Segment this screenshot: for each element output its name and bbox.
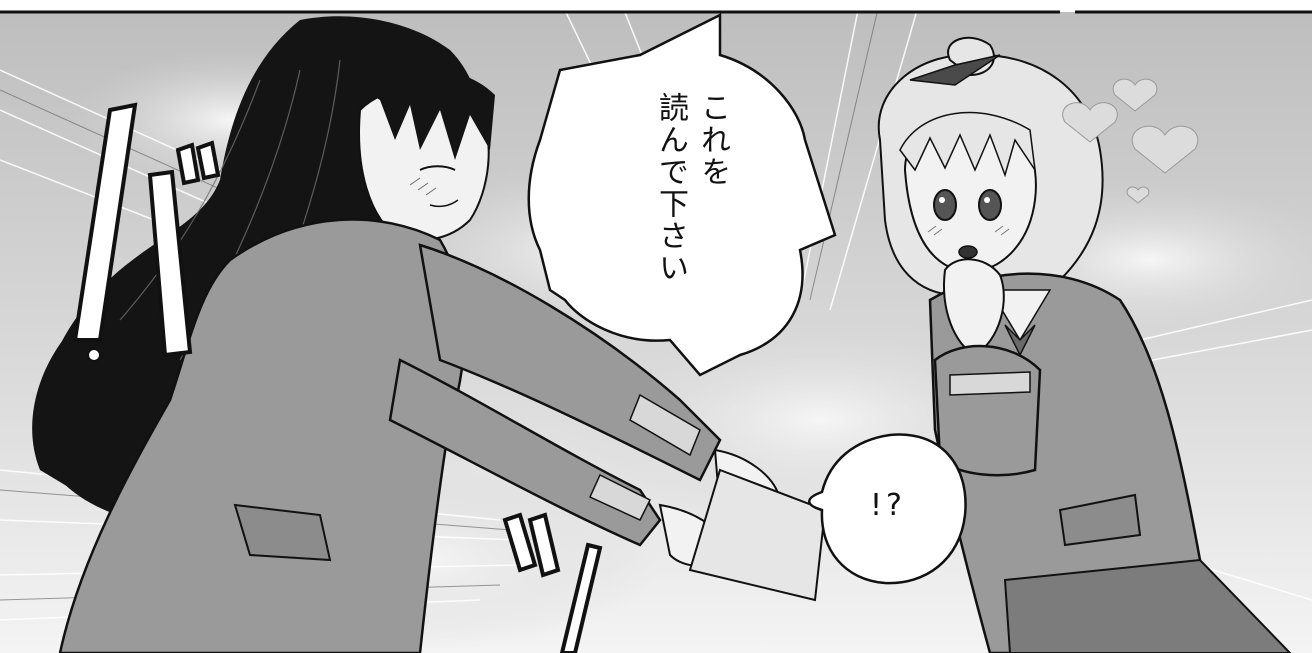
speech-main-col2: 読んで下さい	[653, 92, 688, 284]
speech-bubble-main	[527, 12, 837, 377]
hearts-effect	[1062, 78, 1199, 204]
speech-reaction-text: !?	[870, 488, 906, 523]
love-letter	[688, 468, 827, 602]
right-character	[877, 36, 1292, 653]
right-character-eye-right	[978, 189, 1002, 221]
sfx-ba-marks	[72, 102, 221, 358]
right-character-eye-left	[933, 189, 957, 221]
left-character-blazer	[58, 218, 466, 653]
right-character-hands	[943, 258, 1005, 357]
top-gutter	[0, 0, 1312, 12]
hair-bow	[909, 54, 1001, 86]
sfx-tsu-marks	[502, 512, 603, 653]
speech-main-col1: これを	[695, 92, 730, 188]
right-character-skirt	[1003, 558, 1292, 653]
speech-bubble-reaction	[808, 433, 967, 585]
